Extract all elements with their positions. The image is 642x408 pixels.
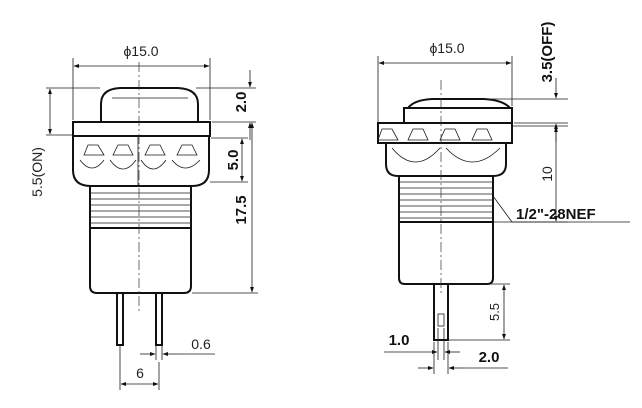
right-terminal-length-label: 5.5	[487, 303, 502, 321]
right-terminal-hole-label: 1.0	[389, 332, 410, 349]
right-dimensions: ϕ15.0 3.5(OFF) 10 1/2"-28NEF 5.5 1.0	[377, 22, 630, 374]
left-on-travel-label: 5.5(ON)	[29, 147, 45, 197]
right-terminal-width-label: 2.0	[479, 349, 500, 366]
right-thread-spec-label: 1/2"-28NEF	[516, 206, 596, 223]
left-body-length-label: 17.5	[233, 195, 250, 224]
left-dimensions: ϕ15.0 2.0 5.5(ON) 5.0 17.5 0.6 6	[29, 43, 258, 390]
right-off-travel-label: 3.5(OFF)	[539, 22, 556, 83]
left-thread-lines	[90, 192, 191, 224]
left-pin-width-label: 0.6	[191, 336, 211, 352]
left-nut-height-label: 5.0	[225, 150, 242, 171]
right-diameter-label: ϕ15.0	[429, 40, 464, 56]
right-thread-length-label: 10	[539, 166, 555, 182]
left-switch-view	[72, 62, 211, 346]
left-diameter-label: ϕ15.0	[123, 43, 158, 59]
right-switch-view	[377, 80, 513, 341]
right-thread-lines	[399, 181, 493, 219]
left-cap-height-label: 2.0	[233, 92, 250, 113]
left-pin-spacing-label: 6	[136, 365, 144, 381]
